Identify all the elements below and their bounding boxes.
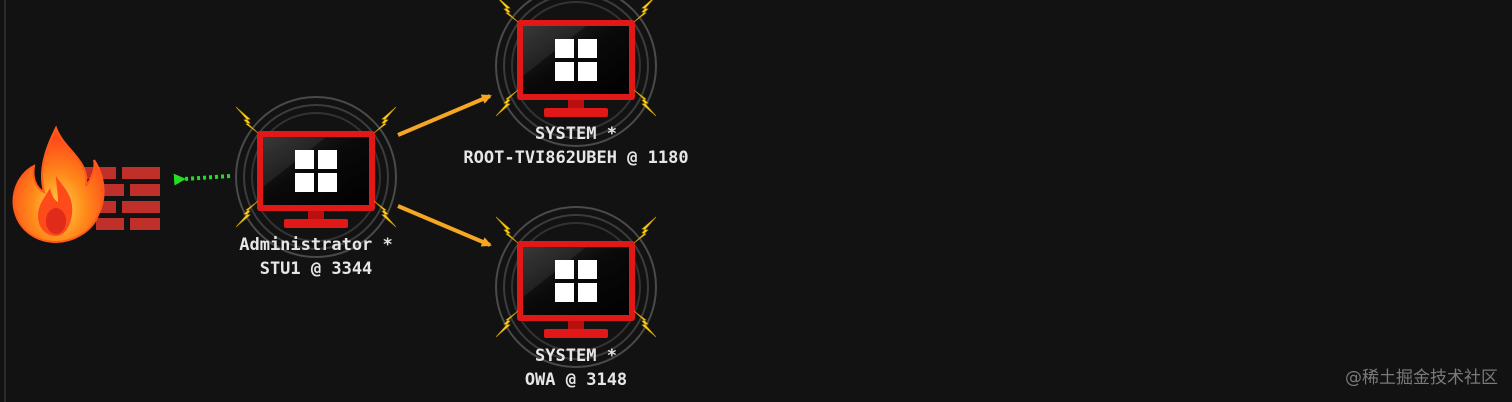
left-border [4,0,6,402]
node-owa[interactable] [495,206,657,368]
edge-stu1-owa [397,204,492,247]
firewall-icon [12,125,160,244]
node-label-root: SYSTEM * ROOT-TVI862UBEH @ 1180 [463,122,688,170]
node-label-stu1: Administrator * STU1 @ 3344 [239,233,393,281]
node-host: STU1 @ 3344 [259,259,373,279]
watermark: @稀土掘金技术社区 [1345,368,1498,388]
edge-stu1-firewall [173,173,231,186]
edge-stu1-root [397,94,492,137]
node-host: ROOT-TVI862UBEH @ 1180 [463,148,689,168]
node-host: OWA @ 3148 [524,370,628,390]
node-user: Administrator * [239,235,393,255]
node-label-owa: SYSTEM * OWA @ 3148 [525,344,627,392]
node-user: SYSTEM * [535,346,617,366]
node-user: SYSTEM * [535,124,617,144]
